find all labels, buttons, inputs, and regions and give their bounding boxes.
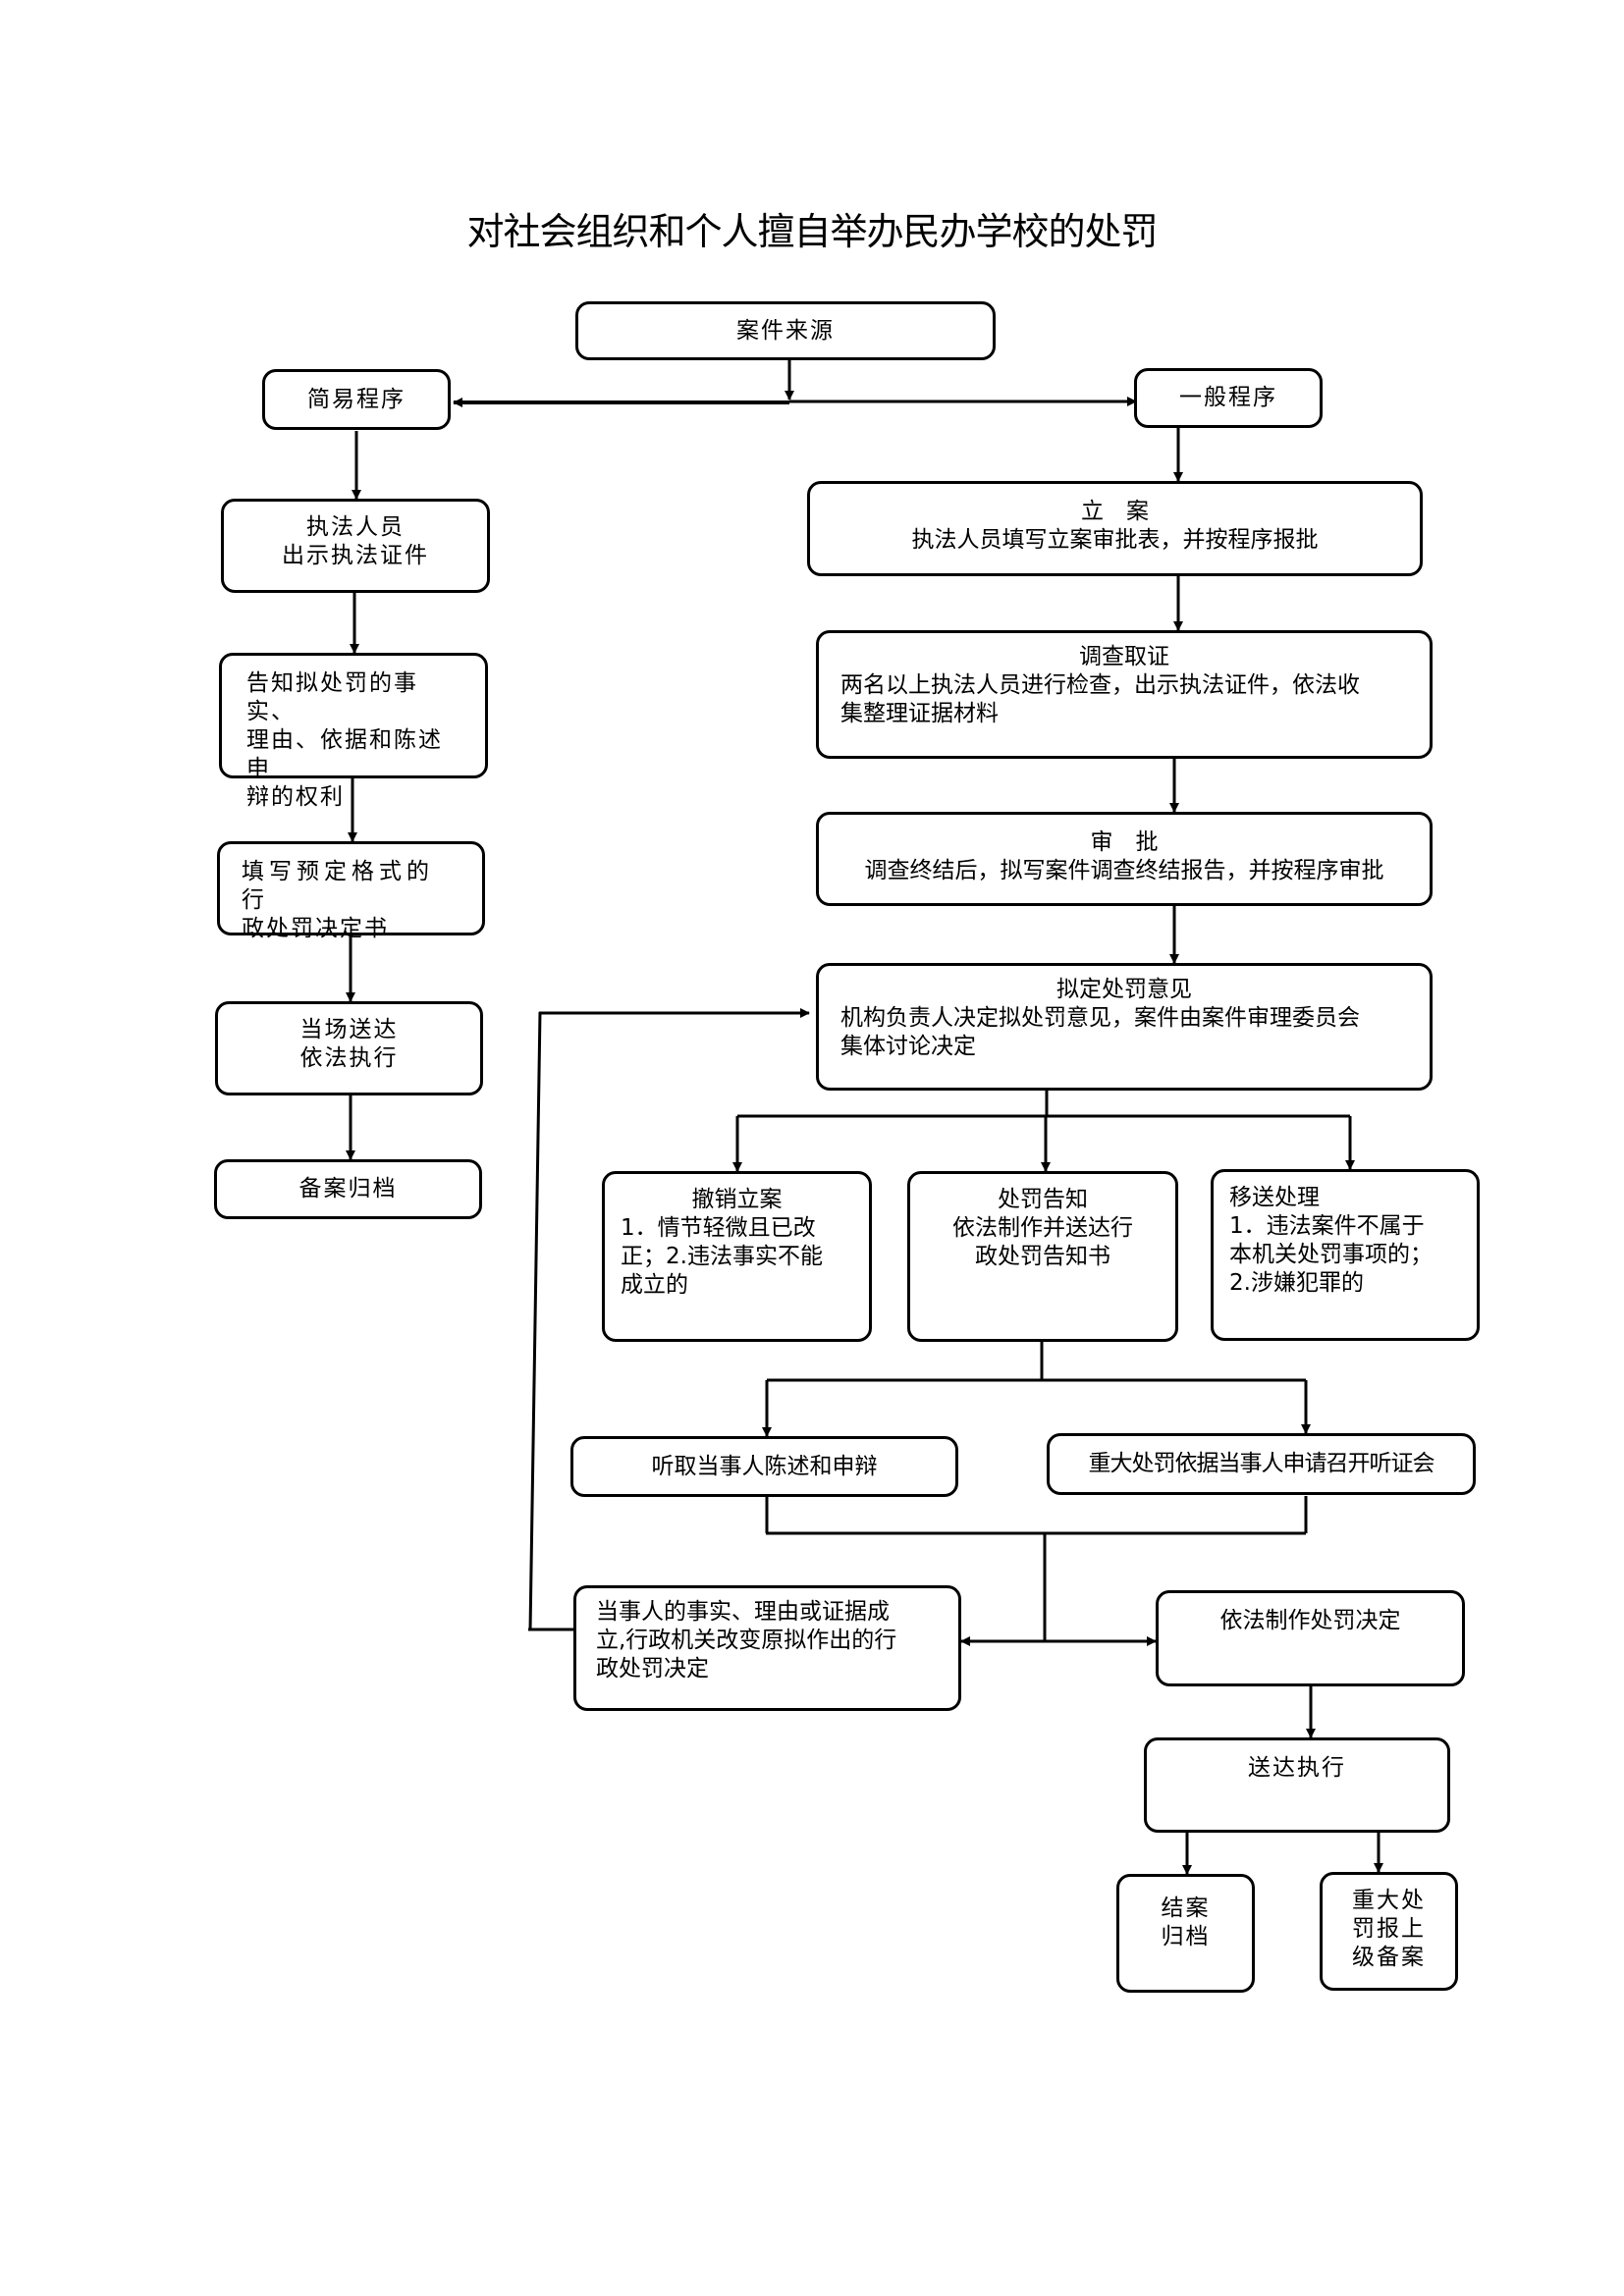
node-text: 机构负责人决定拟处罚意见，案件由案件审理委员会 xyxy=(840,1005,1360,1031)
node-text: 当场送达 xyxy=(299,1017,399,1042)
node-text: 简易程序 xyxy=(307,386,406,412)
node-register-case: 立 案 执法人员填写立案审批表，并按程序报批 xyxy=(807,481,1423,576)
node-text: 依法制作并送达行 xyxy=(952,1215,1133,1241)
node-show-credentials: 执法人员 出示执法证件 xyxy=(221,499,490,593)
node-text: 级备案 xyxy=(1352,1945,1426,1970)
node-text: 两名以上执法人员进行检查，出示执法证件，依法收 xyxy=(840,672,1360,698)
node-text: 送达执行 xyxy=(1248,1755,1346,1781)
node-text: 罚报上 xyxy=(1352,1916,1426,1942)
node-text: 当事人的事实、理由或证据成 xyxy=(596,1599,890,1625)
node-text: 一般程序 xyxy=(1179,385,1277,410)
node-revoke-case: 撤销立案 1．情节轻微且已改 正；2.违法事实不能 成立的 xyxy=(602,1171,872,1342)
node-text: 1．情节轻微且已改 xyxy=(621,1215,816,1241)
node-text: 集整理证据材料 xyxy=(840,701,999,726)
node-hearing-request: 重大处罚依据当事人申请召开听证会 xyxy=(1047,1433,1476,1495)
node-text: 政处罚决定书 xyxy=(242,916,389,941)
node-general-procedure: 一般程序 xyxy=(1134,368,1323,428)
node-close-archive: 结案 归档 xyxy=(1116,1874,1255,1993)
node-text: 填写预定格式的行 xyxy=(242,859,434,913)
node-report-superior: 重大处 罚报上 级备案 xyxy=(1320,1872,1458,1991)
page-title: 对社会组织和个人擅自举办民办学校的处罚 xyxy=(466,210,1158,253)
node-text: 归档 xyxy=(1161,1924,1211,1949)
node-text: 执法人员填写立案审批表，并按程序报批 xyxy=(911,527,1319,553)
node-change-decision: 当事人的事实、理由或证据成 立,行政机关改变原拟作出的行 政处罚决定 xyxy=(573,1585,961,1711)
node-text: 听取当事人陈述和申辩 xyxy=(651,1453,878,1479)
node-text: 执法人员 xyxy=(306,514,405,540)
node-text: 依法制作处罚决定 xyxy=(1219,1608,1401,1633)
node-file-archive: 备案归档 xyxy=(214,1159,482,1219)
node-text: 正；2.违法事实不能 xyxy=(621,1244,823,1269)
node-text: 告知拟处罚的事实、 xyxy=(246,670,418,724)
node-make-decision: 依法制作处罚决定 xyxy=(1156,1590,1465,1686)
node-case-source: 案件来源 xyxy=(575,301,996,360)
node-simple-procedure: 简易程序 xyxy=(262,369,451,430)
node-inform-rights: 告知拟处罚的事实、 理由、依据和陈述申 辩的权利 xyxy=(219,653,488,810)
node-deliver-execute: 送达执行 xyxy=(1144,1737,1450,1833)
node-text: 出示执法证件 xyxy=(282,543,429,568)
node-text: 立 案 xyxy=(1081,499,1149,524)
node-text: 审 批 xyxy=(1090,829,1159,855)
node-text: 立,行政机关改变原拟作出的行 xyxy=(596,1628,897,1653)
node-draft-penalty-opinion: 拟定处罚意见 机构负责人决定拟处罚意见，案件由案件审理委员会 集体讨论决定 xyxy=(816,963,1433,1091)
node-investigate: 调查取证 两名以上执法人员进行检查，出示执法证件，依法收 集整理证据材料 xyxy=(816,630,1433,759)
node-deliver-onsite: 当场送达 依法执行 xyxy=(215,1001,483,1095)
node-text: 政处罚告知书 xyxy=(975,1244,1110,1269)
node-text: 本机关处罚事项的； xyxy=(1229,1242,1433,1267)
node-text: 重大处 xyxy=(1352,1888,1426,1913)
node-text: 调查终结后，拟写案件调查终结报告，并按程序审批 xyxy=(864,858,1384,883)
node-text: 备案归档 xyxy=(298,1176,398,1201)
node-approve: 审 批 调查终结后，拟写案件调查终结报告，并按程序审批 xyxy=(816,812,1433,906)
node-text: 依法执行 xyxy=(299,1045,399,1071)
node-text: 辩的权利 xyxy=(246,784,345,810)
node-text: 集体讨论决定 xyxy=(840,1034,976,1059)
node-text: 2.涉嫌犯罪的 xyxy=(1229,1270,1364,1296)
node-text: 重大处罚依据当事人申请召开听证会 xyxy=(1088,1451,1435,1476)
node-text: 案件来源 xyxy=(736,317,835,344)
node-text: 移送处理 xyxy=(1229,1185,1320,1210)
node-text: 结案 xyxy=(1161,1896,1211,1921)
node-text: 撤销立案 xyxy=(691,1187,783,1212)
node-text: 拟定处罚意见 xyxy=(1056,977,1192,1002)
node-text: 理由、依据和陈述申 xyxy=(246,727,443,781)
node-text: 成立的 xyxy=(621,1272,688,1298)
node-text: 调查取证 xyxy=(1079,644,1169,669)
node-transfer: 移送处理 1．违法案件不属于 本机关处罚事项的； 2.涉嫌犯罪的 xyxy=(1211,1169,1480,1341)
node-penalty-notice: 处罚告知 依法制作并送达行 政处罚告知书 xyxy=(907,1171,1178,1342)
node-text: 1．违法案件不属于 xyxy=(1229,1213,1425,1239)
node-fill-decision: 填写预定格式的行 政处罚决定书 xyxy=(217,841,485,941)
node-hear-statement: 听取当事人陈述和申辩 xyxy=(570,1436,958,1497)
node-text: 政处罚决定 xyxy=(596,1656,709,1682)
node-text: 处罚告知 xyxy=(998,1187,1088,1212)
